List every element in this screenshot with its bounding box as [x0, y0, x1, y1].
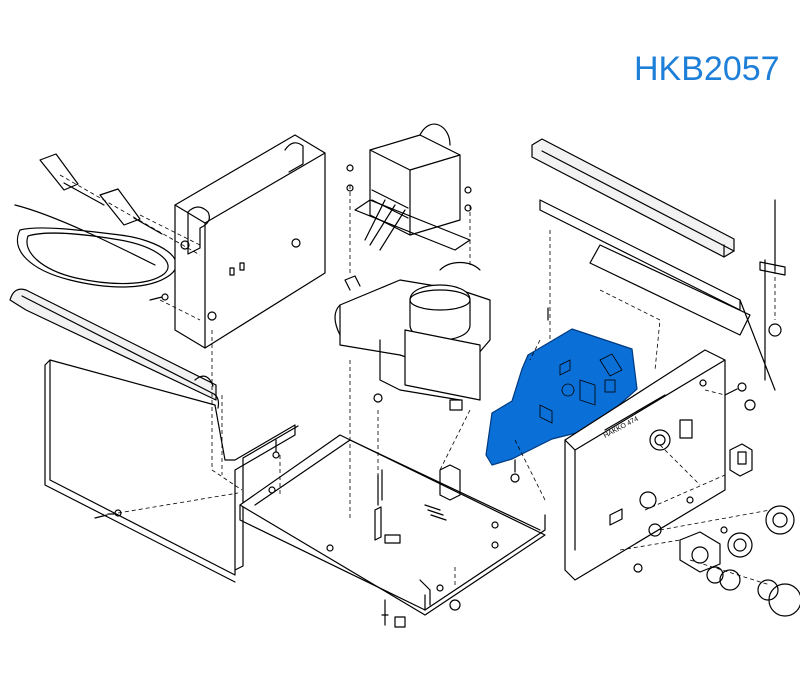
pump-motor-assembly — [334, 261, 491, 411]
circuit-board-highlighted — [485, 328, 638, 466]
rear-frame-bracket — [174, 134, 326, 349]
base-chassis — [239, 434, 546, 628]
power-cord — [14, 153, 177, 288]
left-side-cover — [9, 288, 299, 583]
transformer — [346, 123, 472, 251]
assembly-guide-lines — [59, 174, 776, 586]
part-code-label: HKB2057 — [634, 50, 780, 88]
front-panel — [564, 349, 726, 581]
screws — [94, 293, 549, 519]
top-rail — [531, 138, 786, 391]
front-panel-parts — [633, 382, 800, 617]
